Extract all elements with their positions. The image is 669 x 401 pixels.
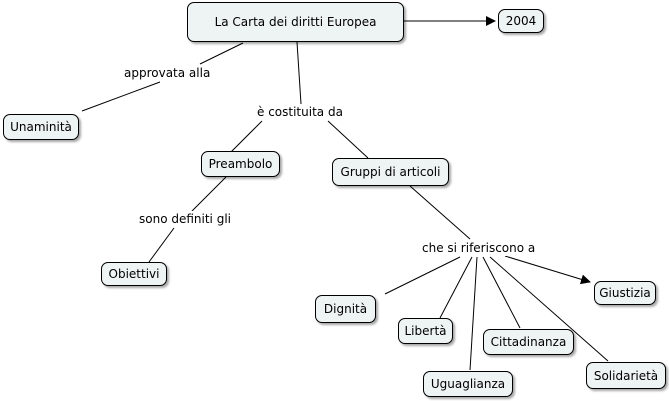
edge-costituita-preambolo — [229, 120, 263, 154]
concept-preambolo-label: Preambolo — [208, 157, 273, 171]
edge-riferiscono-dignita — [384, 256, 461, 295]
edge-riferiscono-liberta — [439, 256, 473, 319]
edge-riferiscono-solidarieta — [489, 256, 609, 362]
concept-obiettivi-label: Obiettivi — [108, 267, 160, 281]
concept-gruppi-label: Gruppi di articoli — [340, 165, 441, 179]
concept-obiettivi[interactable]: Obiettivi — [101, 262, 167, 286]
concept-unanimita[interactable]: Unaminità — [3, 114, 79, 140]
concept-dignita-label: Dignità — [323, 302, 368, 316]
concept-giustizia[interactable]: Giustizia — [594, 281, 656, 305]
edge-gruppi-riferiscono — [409, 185, 471, 240]
concept-liberta[interactable]: Libertà — [398, 318, 453, 344]
edge-riferiscono-cittadinanza — [482, 256, 521, 329]
concept-giustizia-label: Giustizia — [599, 286, 651, 300]
concept-carta[interactable]: La Carta dei diritti Europea — [187, 2, 404, 42]
concept-2004-label: 2004 — [505, 14, 537, 28]
edge-approvata-unanimita — [81, 81, 161, 112]
link-approvata: approvata alla — [123, 65, 212, 81]
edge-riferiscono-giustizia — [504, 255, 591, 285]
concept-unanimita-label: Unaminità — [10, 120, 72, 134]
concept-uguaglianza[interactable]: Uguaglianza — [423, 371, 513, 397]
concept-carta-label: La Carta dei diritti Europea — [214, 15, 377, 29]
link-riferiscono: che si riferiscono a — [421, 240, 537, 256]
edge-carta-approvata — [199, 42, 244, 65]
concept-dignita[interactable]: Dignità — [315, 295, 376, 323]
edge-definiti-obiettivi — [148, 227, 175, 263]
concept-cittadinanza-label: Cittadinanza — [490, 335, 567, 349]
concept-preambolo[interactable]: Preambolo — [201, 151, 280, 177]
concept-gruppi[interactable]: Gruppi di articoli — [332, 158, 449, 186]
concept-solidarieta[interactable]: Solidarietà — [586, 362, 666, 389]
concept-uguaglianza-label: Uguaglianza — [430, 377, 506, 391]
concept-solidarieta-label: Solidarietà — [593, 368, 659, 383]
edge-riferiscono-uguaglianza — [469, 256, 478, 371]
concept-liberta-label: Libertà — [404, 324, 447, 338]
link-costituita: è costituita da — [256, 104, 344, 120]
edge-carta-costituita — [296, 41, 302, 105]
edge-costituita-gruppi — [327, 120, 369, 159]
edge-preambolo-definiti — [191, 176, 227, 212]
concept-2004[interactable]: 2004 — [498, 9, 544, 33]
concept-cittadinanza[interactable]: Cittadinanza — [483, 329, 574, 355]
link-definiti: sono definiti gli — [138, 211, 232, 227]
